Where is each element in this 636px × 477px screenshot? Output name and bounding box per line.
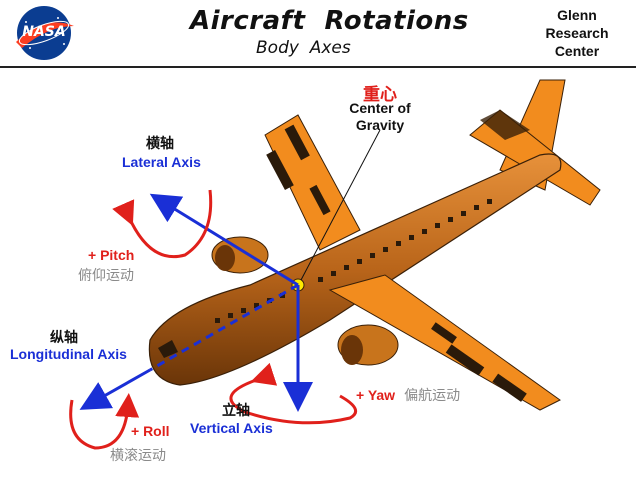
roll-label-en: + Roll	[131, 423, 170, 439]
upper-wing	[265, 115, 360, 250]
cog-label-line-1: Center of	[335, 100, 425, 117]
lateral-axis-label-cn: 横轴	[146, 133, 174, 153]
longitudinal-axis-label-en: Longitudinal Axis	[10, 346, 127, 362]
yaw-label-cn: 偏航运动	[404, 388, 460, 404]
yaw-label-en: + Yaw	[356, 387, 395, 403]
lateral-axis-label-en: Lateral Axis	[122, 154, 201, 170]
yaw-label: + Yaw 偏航运动	[356, 385, 460, 405]
longitudinal-axis-label-cn: 纵轴	[50, 327, 78, 347]
pitch-label-en: + Pitch	[88, 247, 134, 263]
cog-label-line-2: Gravity	[335, 117, 425, 134]
pitch-label-cn: 俯仰运动	[78, 265, 134, 285]
longitudinal-axis-arrow	[90, 370, 150, 404]
cog-label-en: Center of Gravity	[335, 100, 425, 134]
vertical-axis-label-cn: 立轴	[222, 400, 250, 420]
vertical-axis-label-en: Vertical Axis	[190, 420, 273, 436]
roll-label-cn: 横滚运动	[110, 445, 166, 465]
roll-rotation-arrow	[71, 400, 128, 448]
lateral-axis-arrow	[160, 200, 298, 285]
